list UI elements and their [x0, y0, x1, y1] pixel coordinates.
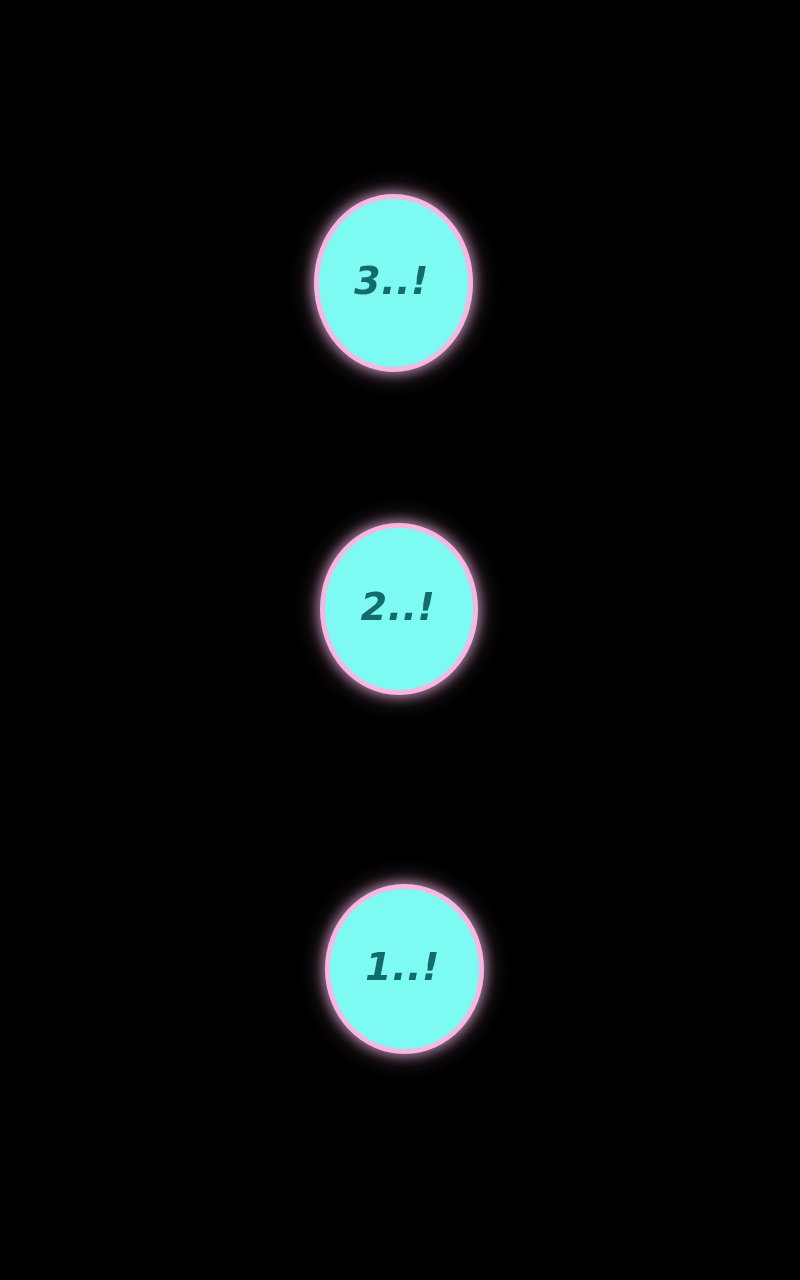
- countdown-bubble-label: 1..!: [365, 945, 440, 989]
- countdown-bubble-label: 3..!: [354, 259, 429, 303]
- countdown-bubble-label: 2..!: [360, 585, 436, 629]
- countdown-bubble-1[interactable]: 1..!: [325, 884, 484, 1054]
- countdown-bubble-3[interactable]: 3..!: [314, 194, 473, 372]
- countdown-bubble-2[interactable]: 2..!: [320, 523, 478, 695]
